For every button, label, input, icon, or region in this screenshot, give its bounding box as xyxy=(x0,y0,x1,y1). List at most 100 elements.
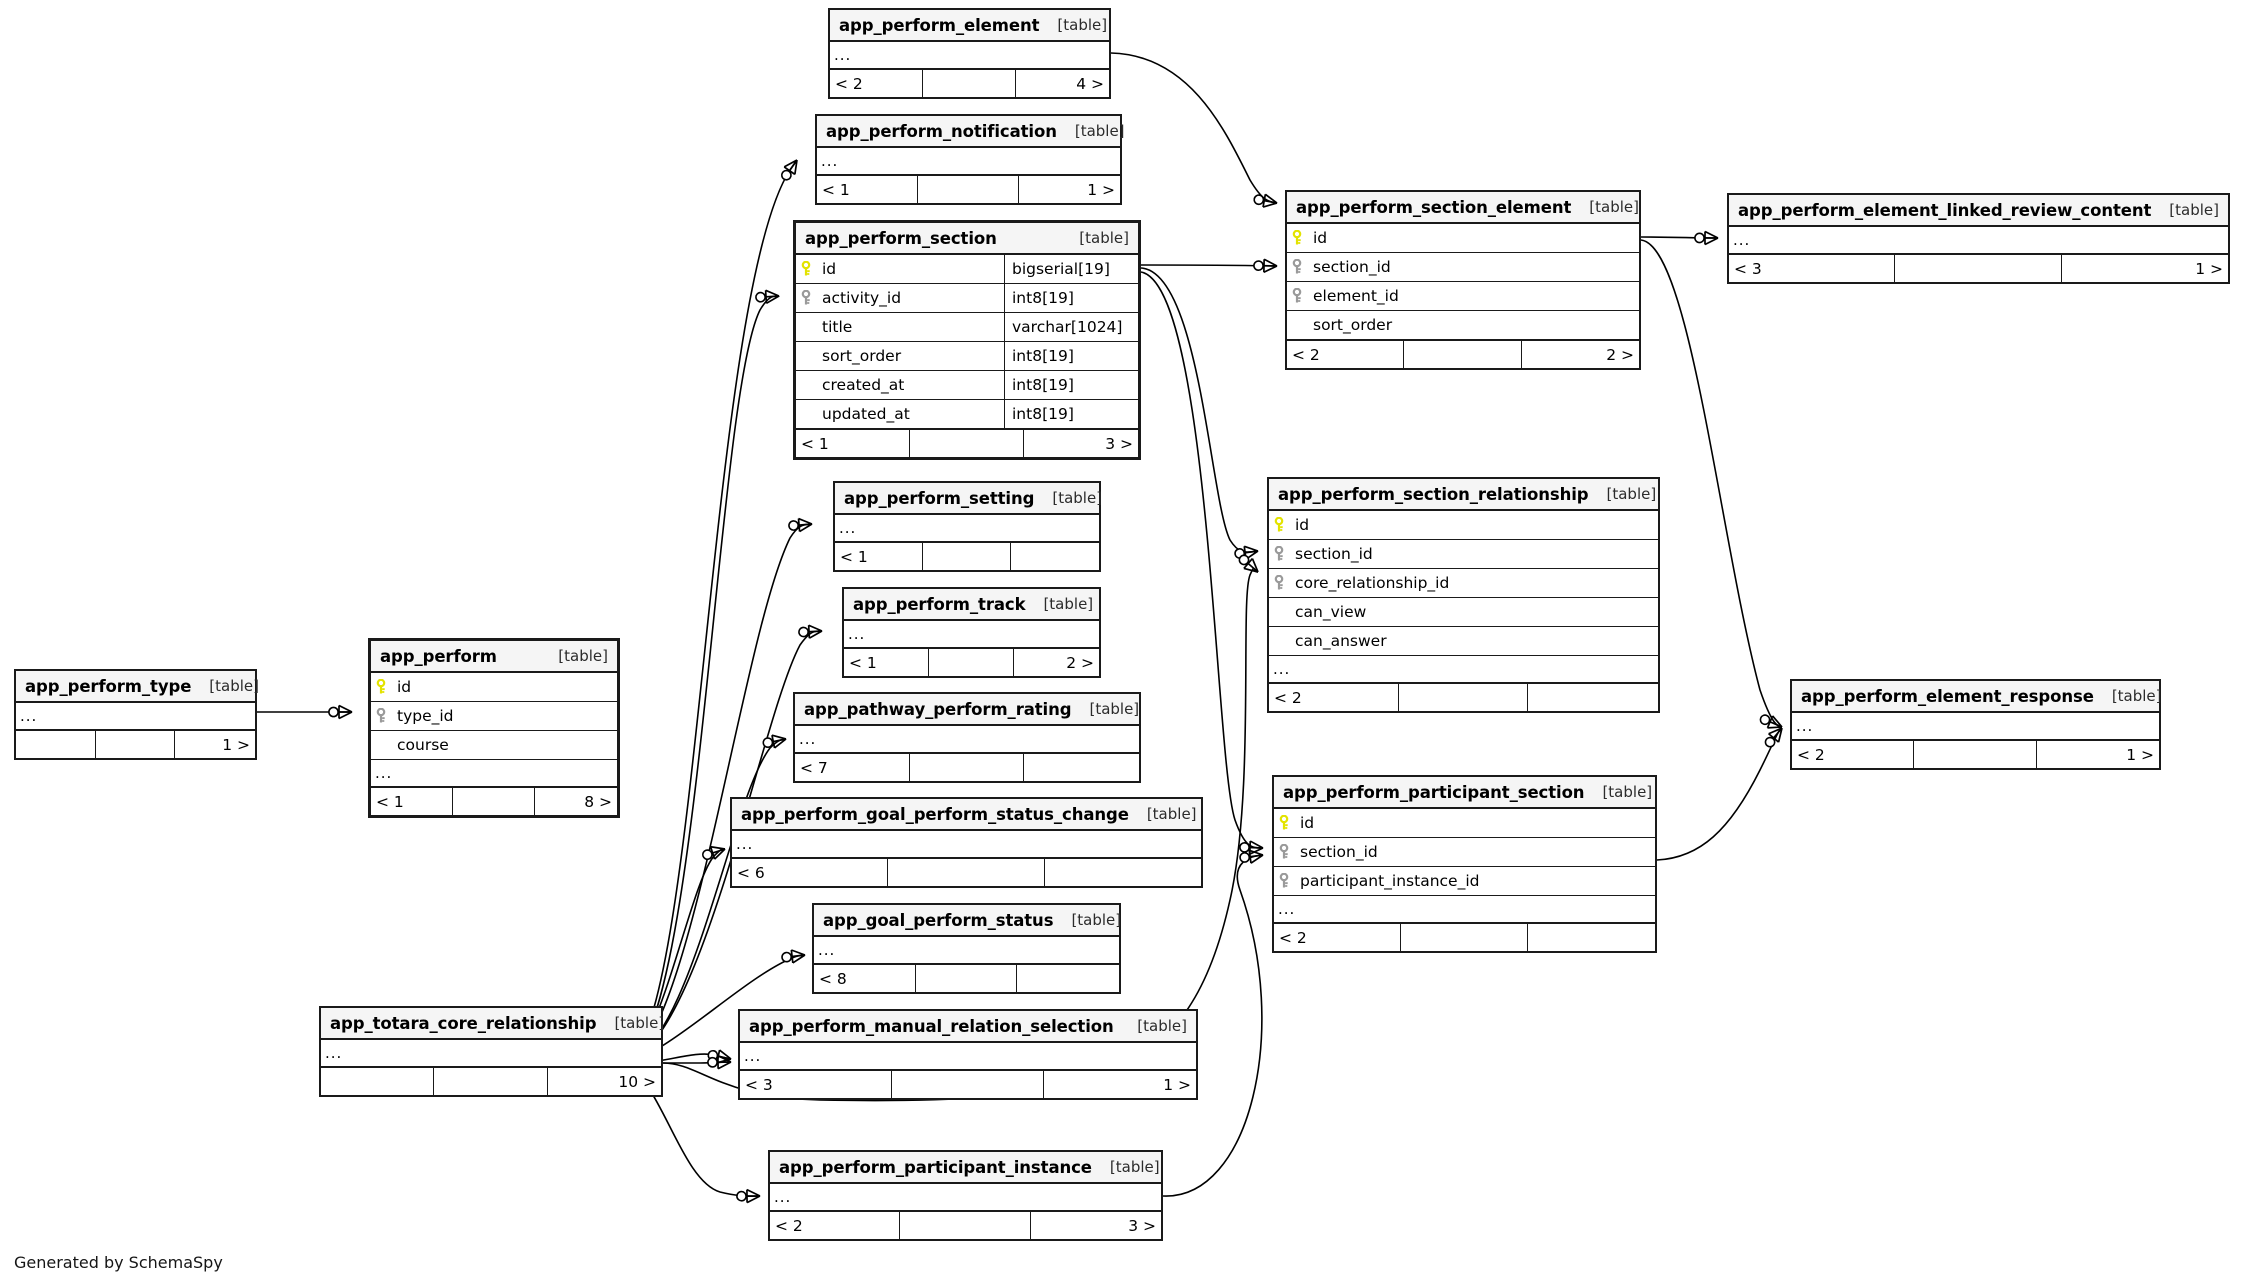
foreign-key-icon xyxy=(1269,540,1291,568)
table-title: app_perform_track xyxy=(853,594,1026,614)
table-app_perform_element_response[interactable]: app_perform_element_response[table]...< … xyxy=(1790,679,2162,770)
incoming-relations-count: < 1 xyxy=(817,176,918,203)
column-row[interactable]: element_id xyxy=(1287,282,1639,311)
table-app_pathway_perform_rating[interactable]: app_pathway_perform_rating[table]...< 7 xyxy=(793,692,1141,783)
table-title: app_perform_type xyxy=(25,676,192,696)
no-key-spacer xyxy=(371,731,393,759)
table-app_perform_setting[interactable]: app_perform_setting[table]...< 1 xyxy=(833,481,1103,572)
no-key-spacer xyxy=(796,400,818,428)
column-row[interactable]: section_id xyxy=(1274,838,1655,867)
outgoing-relations-count: 1 > xyxy=(2126,745,2154,764)
column-row[interactable]: id xyxy=(1269,511,1658,540)
outgoing-relations-count: 2 > xyxy=(1066,653,1094,672)
column-name: element_id xyxy=(1313,287,1399,305)
table-app_perform_element_linked_review_content[interactable]: app_perform_element_linked_review_conten… xyxy=(1727,193,2230,284)
optional-cardinality-circle xyxy=(762,737,774,749)
foreign-key-icon xyxy=(1274,838,1296,866)
edge-app_perform_participant_section-to-app_perform_element_response xyxy=(1656,727,1783,861)
column-row[interactable]: participant_instance_id xyxy=(1274,867,1655,896)
footer-middle xyxy=(1404,341,1522,368)
column-row[interactable]: id xyxy=(371,673,617,702)
table-type-tag: [table] xyxy=(1146,805,1197,823)
incoming-relations-count: < 2 xyxy=(770,1212,901,1239)
table-type-tag: [table] xyxy=(558,647,608,665)
column-row[interactable]: course xyxy=(371,731,617,760)
column-type: bigserial[19] xyxy=(1004,255,1138,283)
column-row[interactable]: id xyxy=(1287,224,1639,253)
table-type-tag: [table] xyxy=(1109,1158,1160,1176)
incoming-relations-count: < 8 xyxy=(814,965,916,992)
table-app_perform_participant_instance[interactable]: app_perform_participant_instance[table].… xyxy=(768,1150,1163,1241)
table-title: app_perform_element_response xyxy=(1801,686,2094,706)
column-row[interactable]: id xyxy=(1274,809,1655,838)
table-type-tag: [table] xyxy=(1079,229,1129,247)
column-row[interactable]: can_answer xyxy=(1269,627,1658,656)
table-type-tag: [table] xyxy=(1052,489,1103,507)
table-type-tag: [table] xyxy=(1057,16,1108,34)
column-row[interactable]: core_relationship_id xyxy=(1269,569,1658,598)
primary-key-icon xyxy=(1269,511,1291,539)
edge-app_perform_section-to-app_perform_section_relationship xyxy=(1140,267,1259,560)
optional-cardinality-circle xyxy=(328,706,339,718)
crows-foot-marker xyxy=(1234,545,1259,560)
edge-app_perform_section_element-to-app_perform_element_linked_review_content xyxy=(1640,230,1719,246)
column-row[interactable]: can_view xyxy=(1269,598,1658,627)
table-type-tag: [table] xyxy=(614,1014,665,1032)
incoming-relations-count: < 2 xyxy=(1274,924,1401,951)
table-app_totara_core_relationship[interactable]: app_totara_core_relationship[table]...10… xyxy=(319,1006,665,1097)
foreign-key-icon xyxy=(371,702,393,730)
table-header-app_perform_section_element: app_perform_section_element[table] xyxy=(1287,192,1639,224)
no-key-spacer xyxy=(796,313,818,341)
table-header-app_perform: app_perform[table] xyxy=(371,641,617,673)
outgoing-relations-count xyxy=(1024,754,1139,781)
table-app_perform_participant_section[interactable]: app_perform_participant_section[table]id… xyxy=(1272,775,1657,953)
crows-foot-marker xyxy=(1253,258,1278,274)
table-app_perform_section_relationship[interactable]: app_perform_section_relationship[table]i… xyxy=(1267,477,1660,713)
outgoing-relations-count: 1 > xyxy=(1163,1075,1191,1094)
table-header-app_goal_perform_status: app_goal_perform_status[table] xyxy=(814,905,1121,937)
footer-middle xyxy=(453,788,535,815)
no-key-spacer xyxy=(796,342,818,370)
column-name: section_id xyxy=(1295,545,1373,563)
hidden-columns-ellipsis: ... xyxy=(1792,713,2159,740)
table-title: app_perform_section_element xyxy=(1296,197,1572,217)
edge-app_perform_section_element-to-app_perform_element_response xyxy=(1640,239,1783,729)
crows-foot-marker xyxy=(762,734,787,749)
footer-middle xyxy=(923,543,1011,570)
footer-middle xyxy=(1399,684,1529,711)
table-app_goal_perform_status[interactable]: app_goal_perform_status[table]...< 8 xyxy=(812,903,1121,994)
column-row[interactable]: section_id xyxy=(1287,253,1639,282)
table-app_perform_goal_perform_status_change[interactable]: app_perform_goal_perform_status_change[t… xyxy=(730,797,1203,888)
hidden-columns-ellipsis: ... xyxy=(321,1040,661,1067)
outgoing-relations-count: 8 > xyxy=(584,792,612,811)
foreign-key-icon xyxy=(1274,867,1296,895)
column-row[interactable]: section_id xyxy=(1269,540,1658,569)
table-app_perform_manual_relation_selection[interactable]: app_perform_manual_relation_selection[ta… xyxy=(738,1009,1198,1100)
column-row[interactable]: type_id xyxy=(371,702,617,731)
column-row[interactable]: sort_order xyxy=(1287,311,1639,340)
optional-cardinality-circle xyxy=(1764,736,1776,748)
hidden-columns-ellipsis: ... xyxy=(1269,656,1658,683)
crows-foot-marker xyxy=(1239,849,1264,864)
crows-foot-marker xyxy=(780,159,798,181)
column-type: int8[19] xyxy=(1004,371,1138,399)
foreign-key-icon xyxy=(1287,282,1309,310)
table-title: app_perform_setting xyxy=(844,488,1035,508)
outgoing-relations-count: 2 > xyxy=(1606,345,1634,364)
table-app_perform_type[interactable]: app_perform_type[table]...1 > xyxy=(14,669,259,760)
